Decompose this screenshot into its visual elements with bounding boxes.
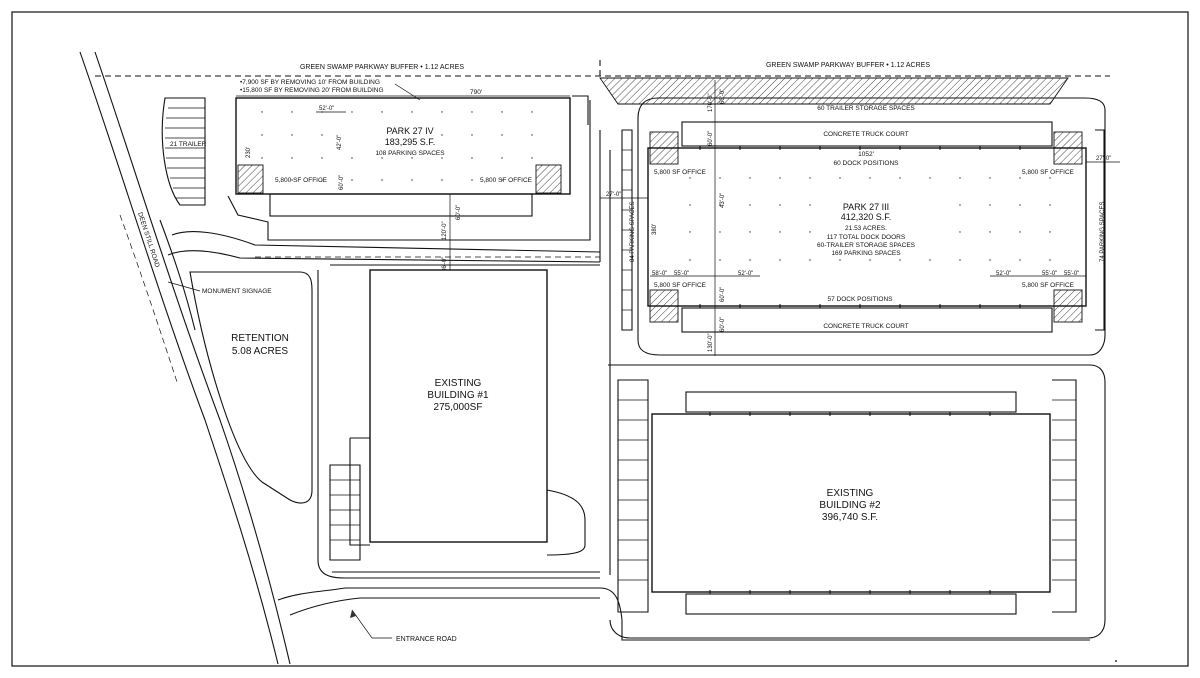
park-iii-depth-dim: 380' [652,224,658,235]
park-iv-building [235,97,571,195]
park-iii-bay-e: 55'-0" [1042,271,1057,277]
park-iii-truck-court-top-label: CONCRETE TRUCK COURT [823,131,908,138]
park-iv-depth-dim: 230' [246,147,252,158]
sheet-border [11,11,1189,667]
park-iv-office-left-label: 5,800 SF OFFICE [275,177,328,184]
existing-1-footprint [369,269,548,543]
park-iii-office-bl-label: 5,800 SF OFFICE [654,282,707,289]
park-iii-bay-c: 52'-0" [738,271,753,277]
existing-1-area: 275,000SF [434,402,483,413]
park-iv-note-1: •7,900 SF BY REMOVING 10' FROM BUILDING [240,79,380,86]
existing-2-area: 396,740 S.F. [822,512,878,523]
park-iii-office-tl-label: 5,800 SF OFFICE [654,169,707,176]
park-27-iii: 60 TRAILER STORAGE SPACES CONCRETE TRUCK… [600,80,1120,356]
park-iii-dim-bot-a: 60'-0" [720,287,726,302]
park-iv-office-left [237,164,264,194]
park-iv-inner-dim: 42'-0" [337,135,343,150]
park-iv-note-2: •15,800 SF BY REMOVING 20' FROM BUILDING [240,87,384,94]
park-iii-trailer-storage: 60 TRAILER STORAGE SPACES [817,105,915,112]
park-iii-office-tr-label: 5,800 SF OFFICE [1022,169,1075,176]
buffer-hatch [599,77,1069,105]
park-iii-office-tl [649,131,679,165]
park-iii-office-bl [649,289,679,323]
park-iii-bay-d: 52'-0" [996,271,1011,277]
retention-name: RETENTION [231,333,289,344]
park-iv-court-dim-a: 60'-0" [456,205,462,220]
park-iv-area: 183,295 S.F. [385,137,436,147]
park-iii-dim-inner: 43'-0" [720,193,726,208]
park-iv-court-dim-b: 120'-0" [442,221,448,240]
park-iii-office-br [1053,289,1083,323]
buffer-label-east: GREEN SWAMP PARKWAY BUFFER • 1.12 ACRES [766,62,930,69]
park-iii-building [647,147,1087,307]
buffer-label-west: GREEN SWAMP PARKWAY BUFFER • 1.12 ACRES [300,64,464,71]
existing-2-line1: EXISTING [827,488,874,499]
park-iii-dim-bot-c: 60'-0" [720,317,726,332]
retention-area: 5.08 ACRES [232,346,288,357]
existing-1-line2: BUILDING #1 [427,390,489,401]
park-iii-truck-court-top [681,121,1053,147]
access-roads [167,130,1090,641]
park-iii-parking-left: 84 PARKING SPACES [630,202,636,262]
park-iii-area: 412,320 S.F. [841,212,892,222]
park-iii-name: PARK 27 III [843,202,889,212]
park-iv-trailer-label: 21 TRAILER [170,141,207,148]
park-iv-name: PARK 27 IV [386,126,433,136]
park-iv-office-right-label: 5,800 SF OFFICE [480,177,533,184]
park-iii-side-dim-right: 27'-0" [1096,156,1111,162]
park-iv-office-right [535,164,562,194]
park-iii-truck-court-bottom [681,307,1053,333]
park-iii-doors: 117 TOTAL DOCK DOORS [827,234,906,241]
park-27-iv: •7,900 SF BY REMOVING 10' FROM BUILDING … [161,79,591,272]
monument-signage-label: MONUMENT SIGNAGE [202,288,272,295]
existing-building-1: EXISTING BUILDING #1 275,000SF [329,269,586,561]
park-iii-dim-bot-b: 130'-0" [708,333,714,352]
existing-2-line2: BUILDING #2 [819,500,881,511]
park-iii-dim-top-c: 60'-0" [708,131,714,146]
retention-pond [189,271,313,504]
park-iii-dock-bottom: 57 DOCK POSITIONS [827,296,893,303]
entrance-callout-leader [351,609,392,639]
park-iii-bay-f: 55'-0" [1064,271,1079,277]
park-iii-width-dim: 1052' [858,151,874,158]
existing-building-2: EXISTING BUILDING #2 396,740 S.F. [608,364,1106,639]
park-iv-truck-court [269,193,533,217]
park-iii-trailer-spaces: 60-TRAILER STORAGE SPACES [817,242,916,249]
existing-2-footprint [651,413,1051,593]
park-iii-dim-top-b: 60'-0" [720,89,726,104]
park-iv-width-dim: 790' [470,89,482,96]
entrance-road-label: ENTRANCE ROAD [396,636,457,643]
park-iv-court-dim-c: 36'-0" [442,257,448,272]
park-iv-bay-dim: 52'-0" [319,106,334,112]
park-iv-apron-dim: 60'-0" [339,175,345,190]
park-iii-office-tr [1053,131,1083,165]
park-iii-bay-b: 55'-0" [674,271,689,277]
park-iii-acres: 21.53 ACRES. [845,225,887,232]
park-iii-side-dim-left: 27'-0" [606,192,621,198]
park-iii-parking: 169 PARKING SPACES [831,250,901,257]
park-iii-bay-a: 58'-0" [652,271,667,277]
park-iii-parking-right: 74 PARKING SPACES [1100,202,1106,262]
park-iii-dock-top: 60 DOCK POSITIONS [833,160,899,167]
park-iv-trailer-stalls [161,97,206,206]
existing-1-line1: EXISTING [435,378,482,389]
park-iii-truck-court-bottom-label: CONCRETE TRUCK COURT [823,323,908,330]
park-iii-dim-top-a: 170'-0" [708,93,714,112]
park-iii-office-br-label: 5,800 SF OFFICE [1022,282,1075,289]
park-iv-parking: 108 PARKING SPACES [375,150,445,157]
